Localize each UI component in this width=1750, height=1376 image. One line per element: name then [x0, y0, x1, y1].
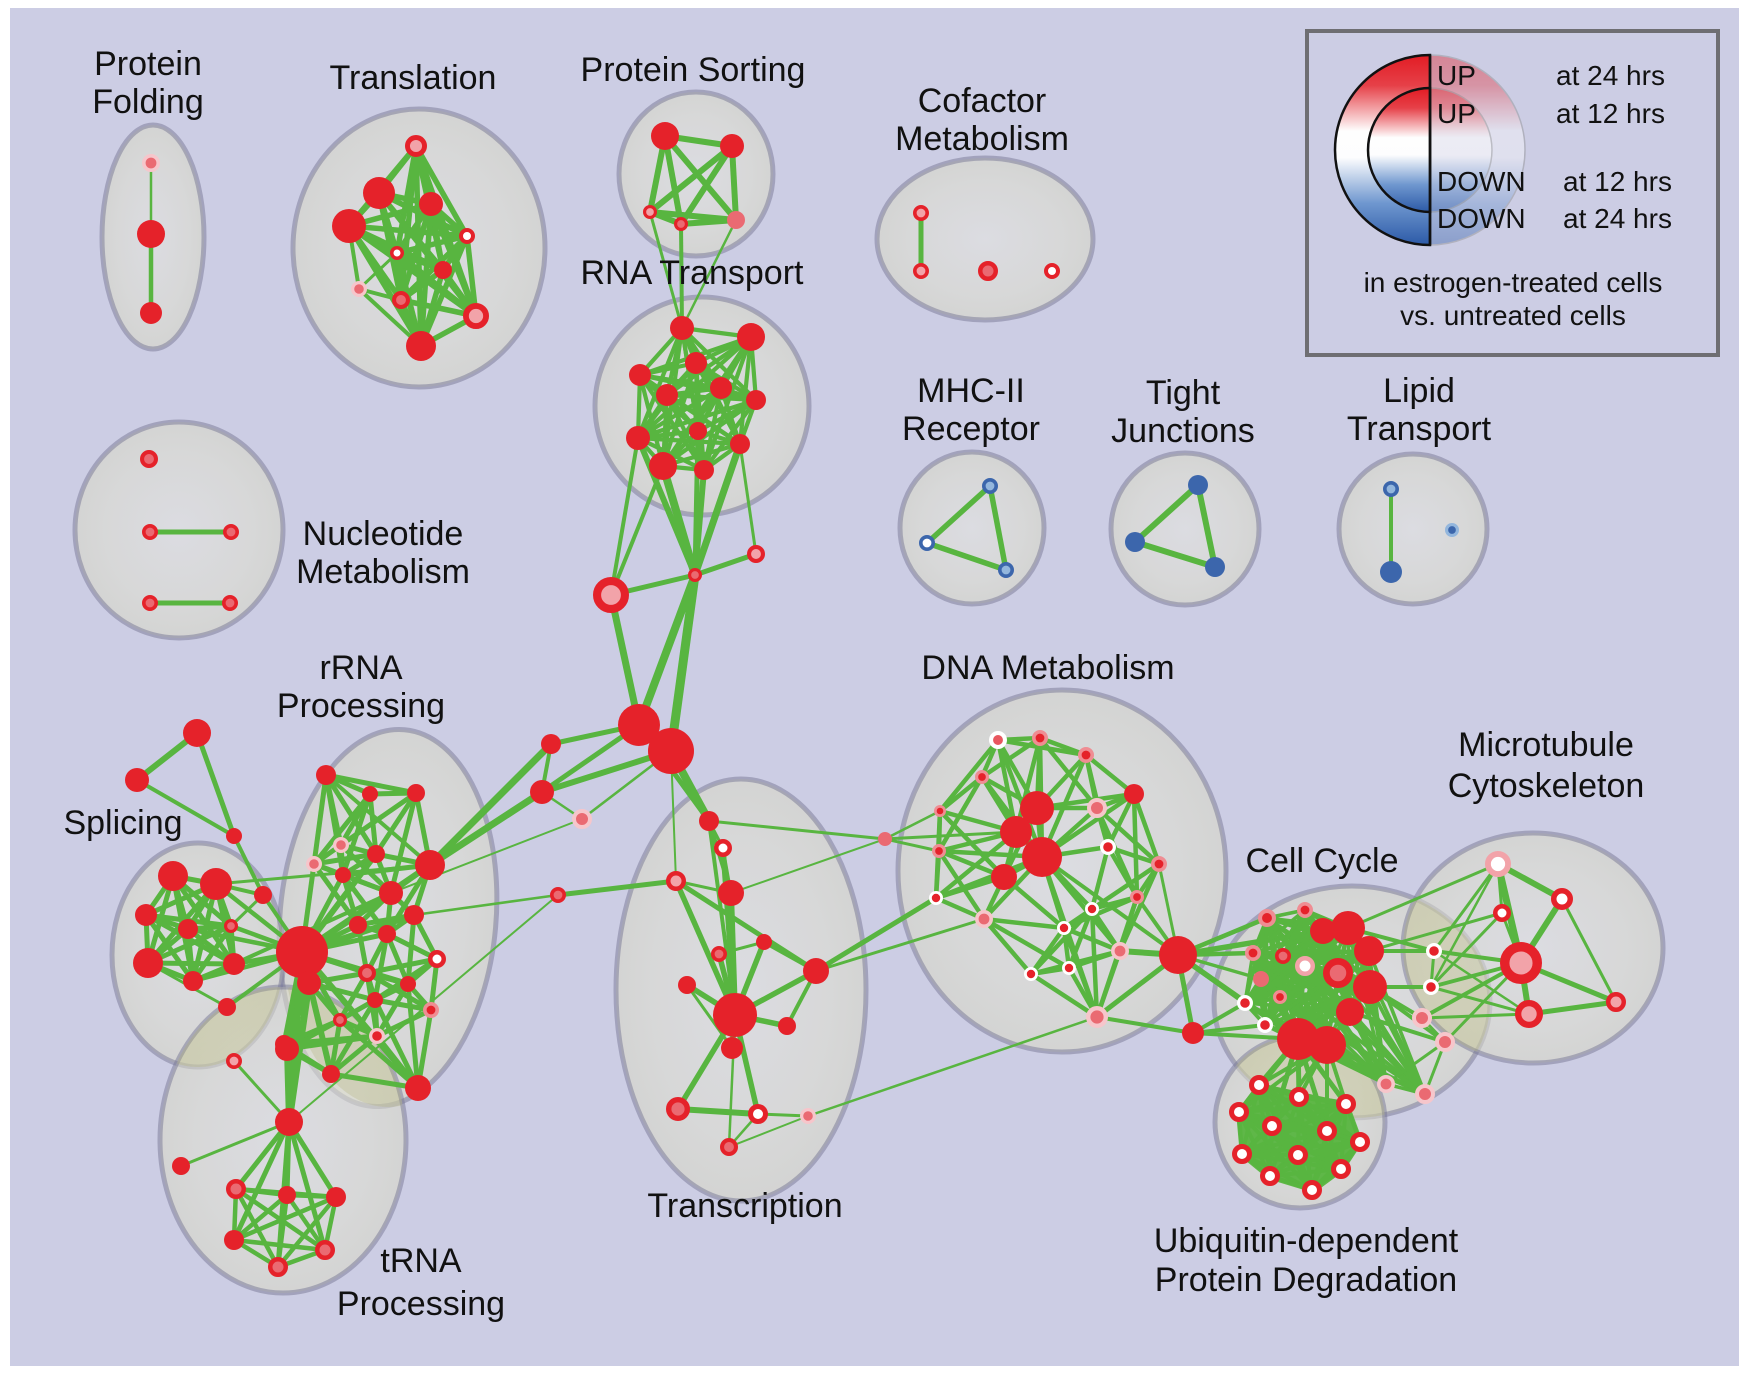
svg-text:at 24 hrs: at 24 hrs	[1556, 60, 1665, 91]
svg-text:DOWN: DOWN	[1437, 166, 1526, 197]
svg-text:Cell Cycle: Cell Cycle	[1245, 842, 1398, 880]
svg-text:UP: UP	[1437, 98, 1476, 129]
svg-text:Translation: Translation	[330, 59, 497, 97]
svg-text:Splicing: Splicing	[63, 804, 182, 842]
svg-text:in estrogen-treated cells: in estrogen-treated cells	[1364, 267, 1663, 298]
svg-text:UP: UP	[1437, 60, 1476, 91]
svg-text:Lipid: Lipid	[1383, 372, 1455, 410]
svg-text:Metabolism: Metabolism	[296, 553, 470, 591]
svg-text:MHC-II: MHC-II	[917, 372, 1025, 410]
svg-text:at 12 hrs: at 12 hrs	[1563, 166, 1672, 197]
svg-text:at 24 hrs: at 24 hrs	[1563, 203, 1672, 234]
svg-text:Junctions: Junctions	[1111, 412, 1255, 450]
svg-text:vs. untreated cells: vs. untreated cells	[1400, 300, 1626, 331]
svg-text:Metabolism: Metabolism	[895, 120, 1069, 158]
svg-text:Cofactor: Cofactor	[918, 82, 1047, 120]
svg-text:Microtubule: Microtubule	[1458, 726, 1634, 764]
svg-text:Nucleotide: Nucleotide	[303, 515, 464, 553]
svg-text:Processing: Processing	[337, 1285, 505, 1323]
svg-text:Processing: Processing	[277, 687, 445, 725]
svg-text:Protein: Protein	[94, 45, 202, 83]
svg-text:Ubiquitin-dependent: Ubiquitin-dependent	[1154, 1222, 1459, 1260]
svg-text:Protein Degradation: Protein Degradation	[1155, 1261, 1457, 1299]
svg-text:tRNA: tRNA	[380, 1242, 462, 1280]
svg-text:Cytoskeleton: Cytoskeleton	[1448, 767, 1645, 805]
svg-text:RNA Transport: RNA Transport	[581, 254, 805, 292]
svg-text:Protein Sorting: Protein Sorting	[581, 51, 806, 89]
svg-text:Folding: Folding	[92, 83, 204, 121]
svg-text:Transcription: Transcription	[647, 1187, 842, 1225]
svg-text:at 12 hrs: at 12 hrs	[1556, 98, 1665, 129]
svg-text:Receptor: Receptor	[902, 410, 1040, 448]
svg-text:rRNA: rRNA	[319, 649, 402, 687]
svg-text:Tight: Tight	[1146, 374, 1221, 412]
svg-text:Transport: Transport	[1347, 410, 1492, 448]
svg-text:DNA Metabolism: DNA Metabolism	[921, 649, 1174, 687]
svg-text:DOWN: DOWN	[1437, 203, 1526, 234]
